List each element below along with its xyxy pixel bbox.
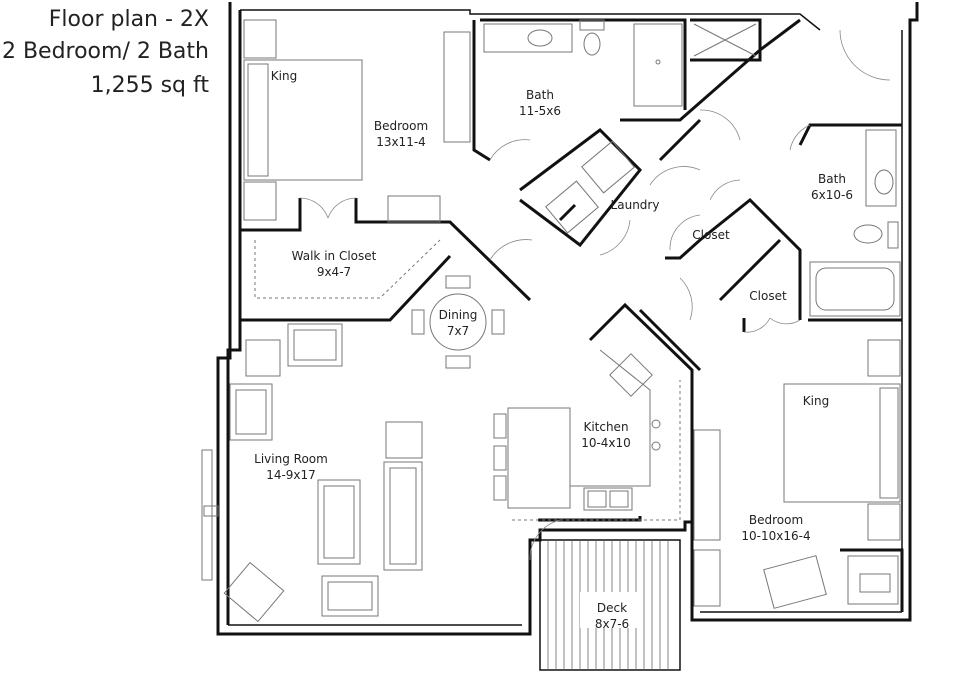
room-name: Walk in Closet <box>291 249 377 263</box>
room-size: 9x4-7 <box>316 265 352 279</box>
closet-shelves <box>254 239 441 299</box>
deck-boards <box>539 539 681 671</box>
bath1-fixtures <box>483 19 757 107</box>
room-name: Dining <box>438 308 478 322</box>
bedroom1-label: Bedroom 13x11-4 <box>374 118 428 150</box>
living-room-furniture <box>201 323 423 623</box>
bedroom1-furniture <box>243 19 471 223</box>
kitchen-counters <box>493 349 681 521</box>
plan-unit-type: 2 Bedroom/ 2 Bath <box>1 39 209 64</box>
laundry-label: Laundry <box>610 198 660 212</box>
bath2-fixtures <box>809 129 901 317</box>
bath1-label: Bath 11-5x6 <box>519 87 561 119</box>
room-size: 6x10-6 <box>811 188 853 202</box>
closet1-label: Closet <box>692 228 730 242</box>
room-size: 10-10x16-4 <box>741 529 811 543</box>
bedroom1-bed-label: King <box>270 69 298 83</box>
plan-title: Floor plan - 2X <box>48 7 209 32</box>
room-name: Kitchen <box>583 420 629 434</box>
room-name: Deck <box>596 601 628 615</box>
room-size: 7x7 <box>446 324 470 338</box>
room-name: Bath <box>526 88 554 102</box>
exterior-walls <box>216 2 919 636</box>
living-room-label: Living Room 14-9x17 <box>254 451 328 483</box>
room-name: Living Room <box>254 452 328 466</box>
bath2-label: Bath 6x10-6 <box>811 171 853 203</box>
room-size: 8x7-6 <box>594 617 630 631</box>
room-size: 11-5x6 <box>519 104 561 118</box>
kitchen-label: Kitchen 10-4x10 <box>581 419 631 451</box>
bedroom2-bed-label: King <box>802 394 830 408</box>
dining-label: Dining 7x7 <box>439 307 478 339</box>
plan-area: 1,255 sq ft <box>90 73 209 98</box>
deck-label: Deck 8x7-6 <box>595 600 629 632</box>
room-size: 10-4x10 <box>581 436 631 450</box>
walk-in-closet-label: Walk in Closet 9x4-7 <box>292 248 377 280</box>
room-name: Bedroom <box>748 513 804 527</box>
dining-table <box>411 275 505 369</box>
closet2-label: Closet <box>749 289 787 303</box>
laundry-appliances <box>545 140 635 234</box>
room-size: 13x11-4 <box>376 135 426 149</box>
bedroom2-label: Bedroom 10-10x16-4 <box>741 512 810 544</box>
room-name: Bedroom <box>373 119 429 133</box>
room-name: Bath <box>818 172 846 186</box>
room-size: 14-9x17 <box>266 468 316 482</box>
door-swings <box>299 29 891 561</box>
bedroom2-furniture <box>693 339 901 609</box>
